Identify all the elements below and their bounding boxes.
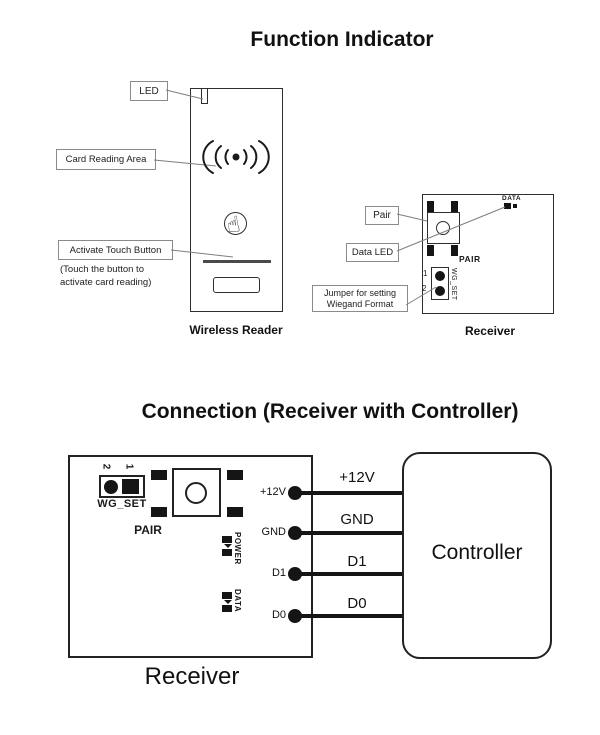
terminal-gnd-label: GND — [261, 526, 286, 538]
jumper2-shunt — [122, 479, 139, 494]
data-led-icon — [504, 203, 511, 209]
led-diode-arrows — [224, 544, 232, 604]
pair2-leg — [227, 470, 243, 480]
card-reading-wifi-icon — [202, 140, 270, 174]
jumper-pins — [435, 271, 445, 296]
controller-box — [402, 452, 552, 659]
card-reading-area-label-box: Card Reading Area — [56, 149, 156, 170]
data-led-label-box: Data LED — [346, 243, 399, 262]
reader-bar — [203, 260, 271, 263]
jumper-pin1-label: 1 — [423, 269, 428, 278]
jumper2-pin — [104, 480, 118, 494]
wire-d1-label: D1 — [347, 553, 367, 570]
pair2-leg — [227, 507, 243, 517]
data-silkscreen-2: DATA — [233, 589, 242, 613]
pair-button-2-cap-icon — [185, 482, 207, 504]
pair-label-box: Pair — [365, 206, 399, 225]
wg-set-silkscreen-2: WG_SET — [97, 498, 147, 510]
terminal-d0-label: D0 — [271, 609, 286, 621]
power-silkscreen: POWER — [233, 532, 242, 565]
wireless-reader-caption: Wireless Reader — [189, 323, 283, 337]
terminal-dots — [288, 486, 302, 623]
data-led-2-icon — [222, 592, 232, 599]
wire-12v-label: +12V — [339, 469, 375, 486]
wg-set-silkscreen: WG_SET — [450, 268, 457, 301]
wires — [295, 491, 402, 618]
label-connector-lines — [153, 89, 506, 306]
jumper-label-line2: Wiegand Format — [326, 298, 394, 309]
receiver-caption-2: Receiver — [144, 663, 240, 690]
pair-button-cap-icon — [436, 221, 450, 235]
touch-note-line1: (Touch the button to — [60, 264, 144, 275]
pair-silkscreen: PAIR — [459, 254, 481, 264]
pair2-leg — [151, 507, 167, 517]
pair-button-leg — [427, 201, 434, 212]
receiver-caption: Receiver — [464, 324, 516, 338]
jumper-label-line1: Jumper for setting — [323, 287, 397, 298]
power-led-icon — [222, 536, 232, 543]
data-led-2-icon — [222, 605, 232, 612]
led-indicator — [201, 88, 208, 104]
controller-label: Controller — [431, 541, 523, 564]
section2-title: Connection (Receiver with Controller) — [141, 400, 519, 423]
pair-button-leg — [451, 201, 458, 212]
jumper-label-box: Jumper for setting Wiegand Format — [312, 285, 408, 312]
pair2-leg — [151, 470, 167, 480]
section1-title: Function Indicator — [250, 28, 434, 51]
pair-button-leg — [451, 245, 458, 256]
touch-button-circle-icon — [224, 212, 247, 235]
pair-silkscreen-2: PAIR — [134, 523, 162, 537]
led-label-box: LED — [130, 81, 168, 101]
wireless-reader-body — [190, 88, 283, 312]
touch-note-line2: activate card reading) — [60, 277, 152, 288]
wire-gnd-label: GND — [340, 511, 374, 528]
terminal-12v-label: +12V — [260, 486, 286, 498]
terminal-d1-label: D1 — [271, 567, 286, 579]
reader-slot — [213, 277, 260, 293]
data-led-icon — [513, 204, 517, 208]
data-silkscreen: DATA — [502, 195, 522, 202]
pair-button-leg — [427, 245, 434, 256]
jumper-pin2-label: 2 — [422, 284, 427, 293]
activate-touch-button-label-box: Activate Touch Button — [58, 240, 173, 260]
wire-d0-label: D0 — [347, 595, 367, 612]
power-led-icon — [222, 549, 232, 556]
